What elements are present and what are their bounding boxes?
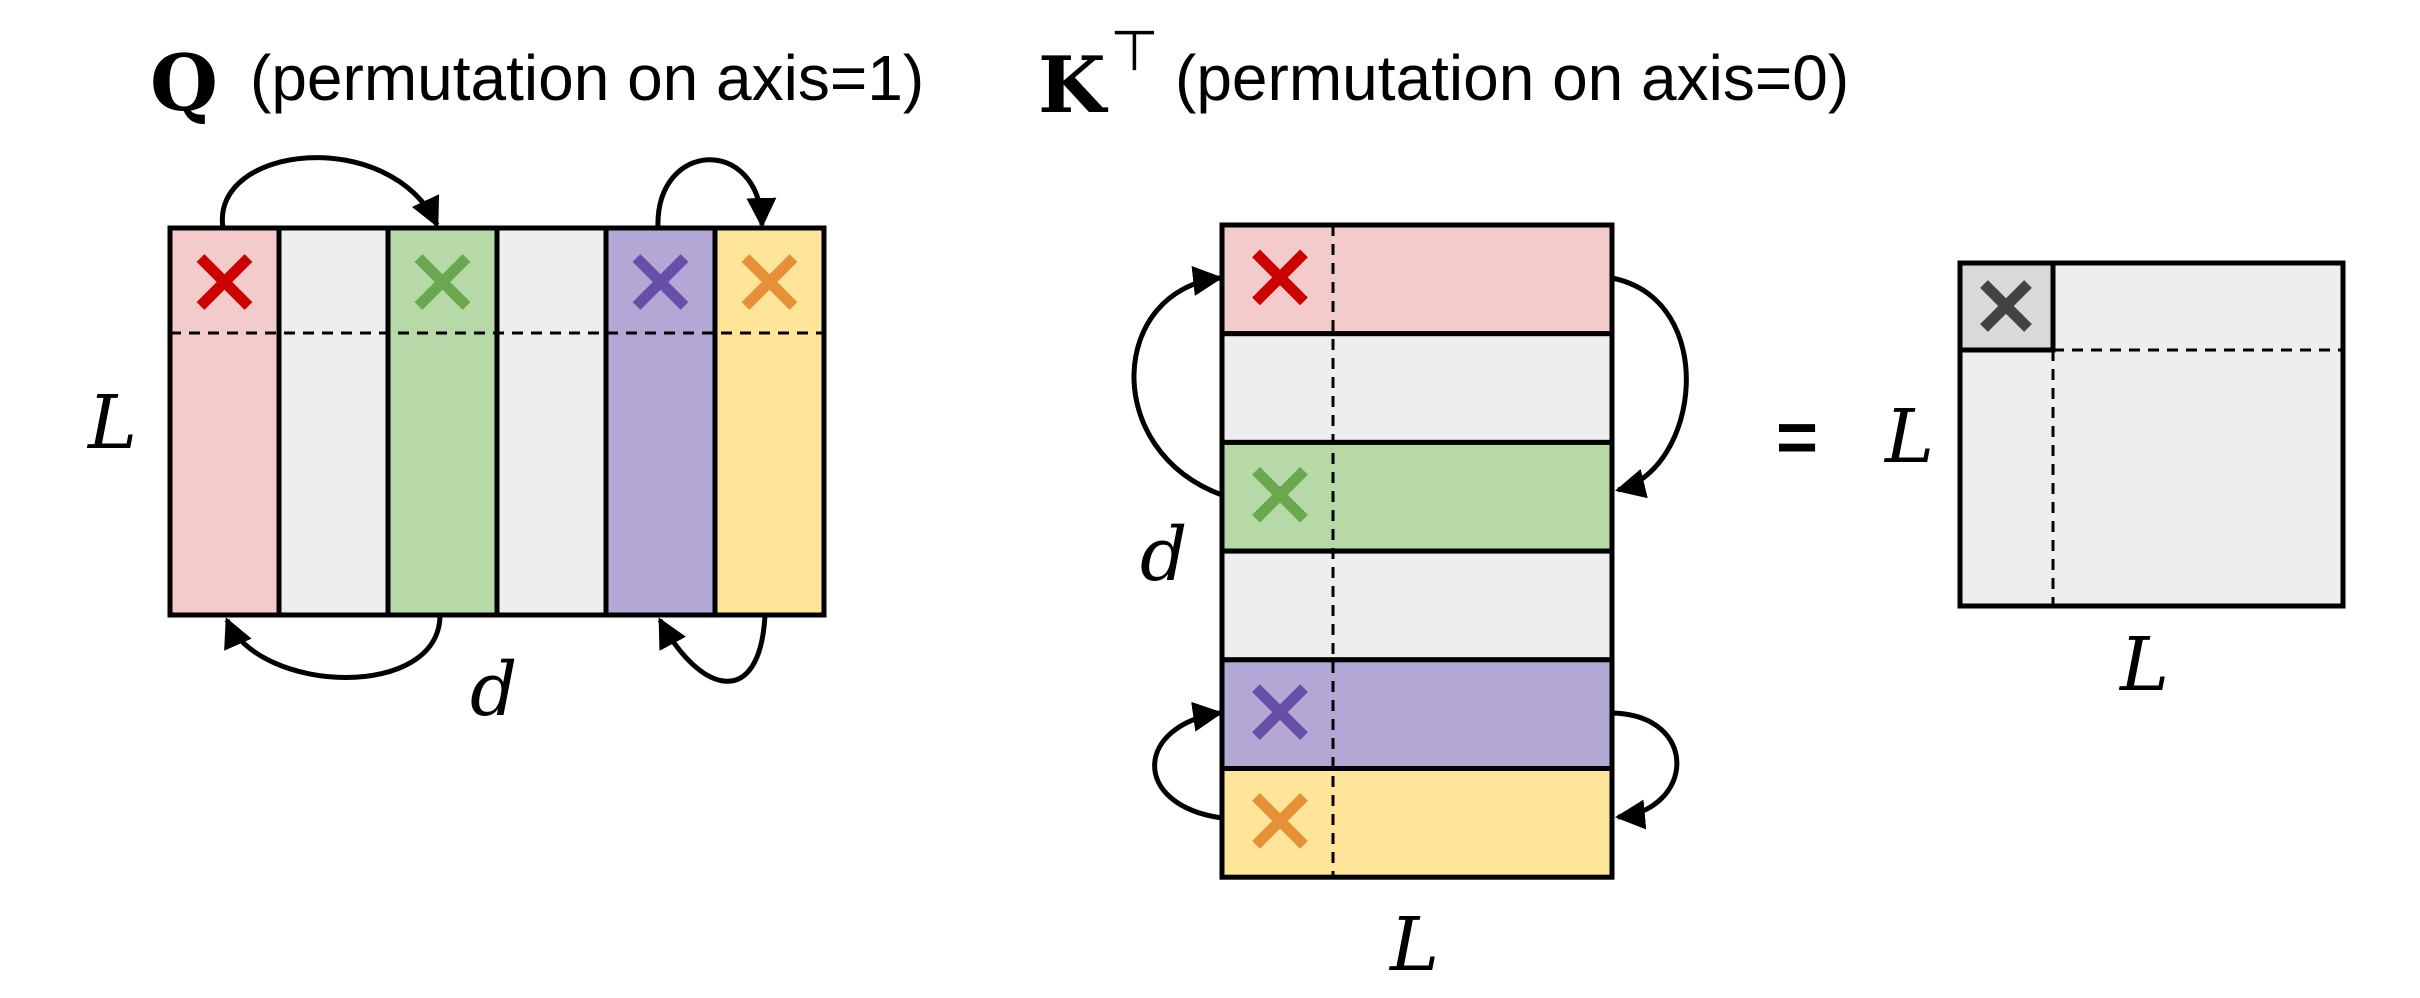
k-cross-icon-1 [1252,249,1308,306]
k-caption: (permutation on axis=0) [1175,42,1849,114]
k-permute-arrow-6-to-5 [1152,701,1223,821]
k-permute-arrow-5-to-6 [1611,710,1680,830]
q-column-1 [167,225,282,618]
q-caption: (permutation on axis=1) [250,42,924,114]
equals-sign: = [1776,398,1818,478]
k-cross-icon-6 [1252,792,1308,849]
q-permute-arrow-6-to-5 [657,614,768,684]
k-height-label: d [1140,512,1187,598]
k-permute-arrow-1-to-3 [1611,275,1689,499]
q-permute-arrow-1-to-3 [219,155,440,229]
q-column-2 [276,225,391,618]
k-symbol: K [1038,40,1109,131]
k-permute-arrow-3-to-1 [1131,266,1223,498]
k-panel: K ⊤ (permutation on axis=0) d L [1038,19,1849,988]
q-column-5 [603,225,718,618]
q-cross-icon-5 [632,254,689,310]
k-transpose-superscript: ⊤ [1110,19,1159,84]
q-matrix [167,225,827,618]
q-permute-arrow-3-to-1 [224,614,443,680]
q-panel: Q (permutation on axis=1) L d [86,38,924,733]
q-cross-icon-1 [196,254,253,310]
k-matrix [1219,222,1615,880]
q-column-3 [385,225,500,618]
q-column-6 [712,225,827,618]
result-width-label: L [2118,622,2169,708]
q-height-label: L [86,380,137,466]
k-row-4 [1219,548,1615,663]
q-width-label: d [470,647,517,733]
q-symbol: Q [150,38,218,129]
result-cross-mark [1980,280,2032,332]
result-panel: L L [1883,260,2346,708]
q-crosses [196,254,798,310]
k-cross-icon-5 [1252,684,1308,741]
q-column-4 [494,225,609,618]
k-cross-icon-3 [1252,466,1308,523]
result-height-label: L [1883,394,1934,480]
q-permute-arrow-5-to-6 [655,157,777,229]
k-crosses [1252,249,1308,849]
k-width-label: L [1388,902,1439,988]
q-cross-icon-6 [741,254,798,310]
result-cross-icon [1980,280,2032,332]
q-cross-icon-3 [414,254,471,310]
k-row-2 [1219,331,1615,445]
